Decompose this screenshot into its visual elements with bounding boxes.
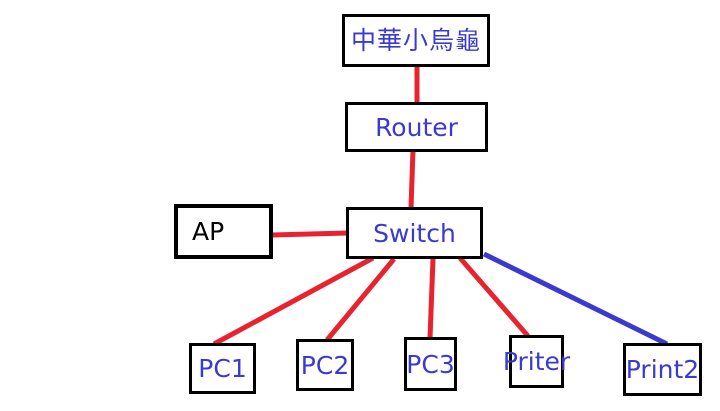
router-label: Router <box>375 112 458 142</box>
router-node: Router <box>345 102 488 152</box>
pc2-label: PC2 <box>300 350 350 380</box>
pc1-node: PC1 <box>189 343 256 394</box>
print2-label: Print2 <box>625 355 700 384</box>
isp-node: 中華小烏龜 <box>342 14 490 67</box>
edge-switch-print2 <box>482 251 669 347</box>
edge-switch-pc2 <box>325 257 396 342</box>
switch-label: Switch <box>373 218 456 248</box>
edge-switch-pc3 <box>427 258 436 339</box>
ap-label: AP <box>192 217 225 246</box>
edge-switch-pc1 <box>212 255 375 347</box>
pc3-label: PC3 <box>406 349 455 379</box>
switch-node: Switch <box>346 207 483 259</box>
print2-node: Print2 <box>623 343 702 396</box>
edge-ap-switch <box>271 230 349 238</box>
pc1-label: PC1 <box>198 354 247 383</box>
edge-router-switch <box>408 149 416 209</box>
priter-node: Priter <box>503 335 570 388</box>
pc2-node: PC2 <box>296 339 354 391</box>
priter-label: Priter <box>502 347 571 376</box>
ap-node: AP <box>174 204 273 259</box>
pc3-node: PC3 <box>404 337 457 391</box>
isp-label: 中華小烏龜 <box>350 26 481 55</box>
edge-switch-priter <box>458 256 530 338</box>
